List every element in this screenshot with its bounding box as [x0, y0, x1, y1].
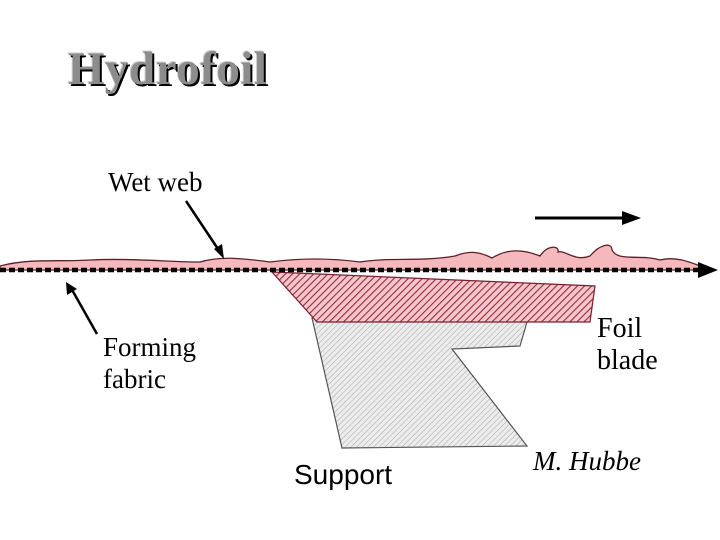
fabric-arrowhead [698, 262, 718, 278]
page-title: Hydrofoil [68, 43, 268, 95]
forming-fabric-pointer-head [66, 282, 77, 295]
forming-fabric-label-line1: Forming [103, 332, 197, 362]
forming-fabric-label-line2: fabric [103, 364, 166, 394]
forming-fabric-label: Forming fabric [103, 331, 196, 395]
foil-blade-shape [270, 271, 596, 323]
support-label: Support [294, 459, 393, 490]
forming-fabric-pointer [69, 287, 99, 335]
wet-web-label: Wet web [108, 167, 203, 197]
author-credit: M. Hubbe [533, 446, 641, 476]
direction-arrowhead [622, 211, 641, 225]
wet-web-pointer-head [214, 244, 224, 259]
support-shape [311, 317, 529, 449]
foil-blade-label-line2: blade [597, 345, 658, 376]
foil-blade-label-line1: Foil [597, 313, 643, 344]
foil-blade-label: Foil blade [597, 313, 658, 377]
wet-web-pointer [184, 200, 222, 253]
wet-web-layer [0, 244, 701, 271]
